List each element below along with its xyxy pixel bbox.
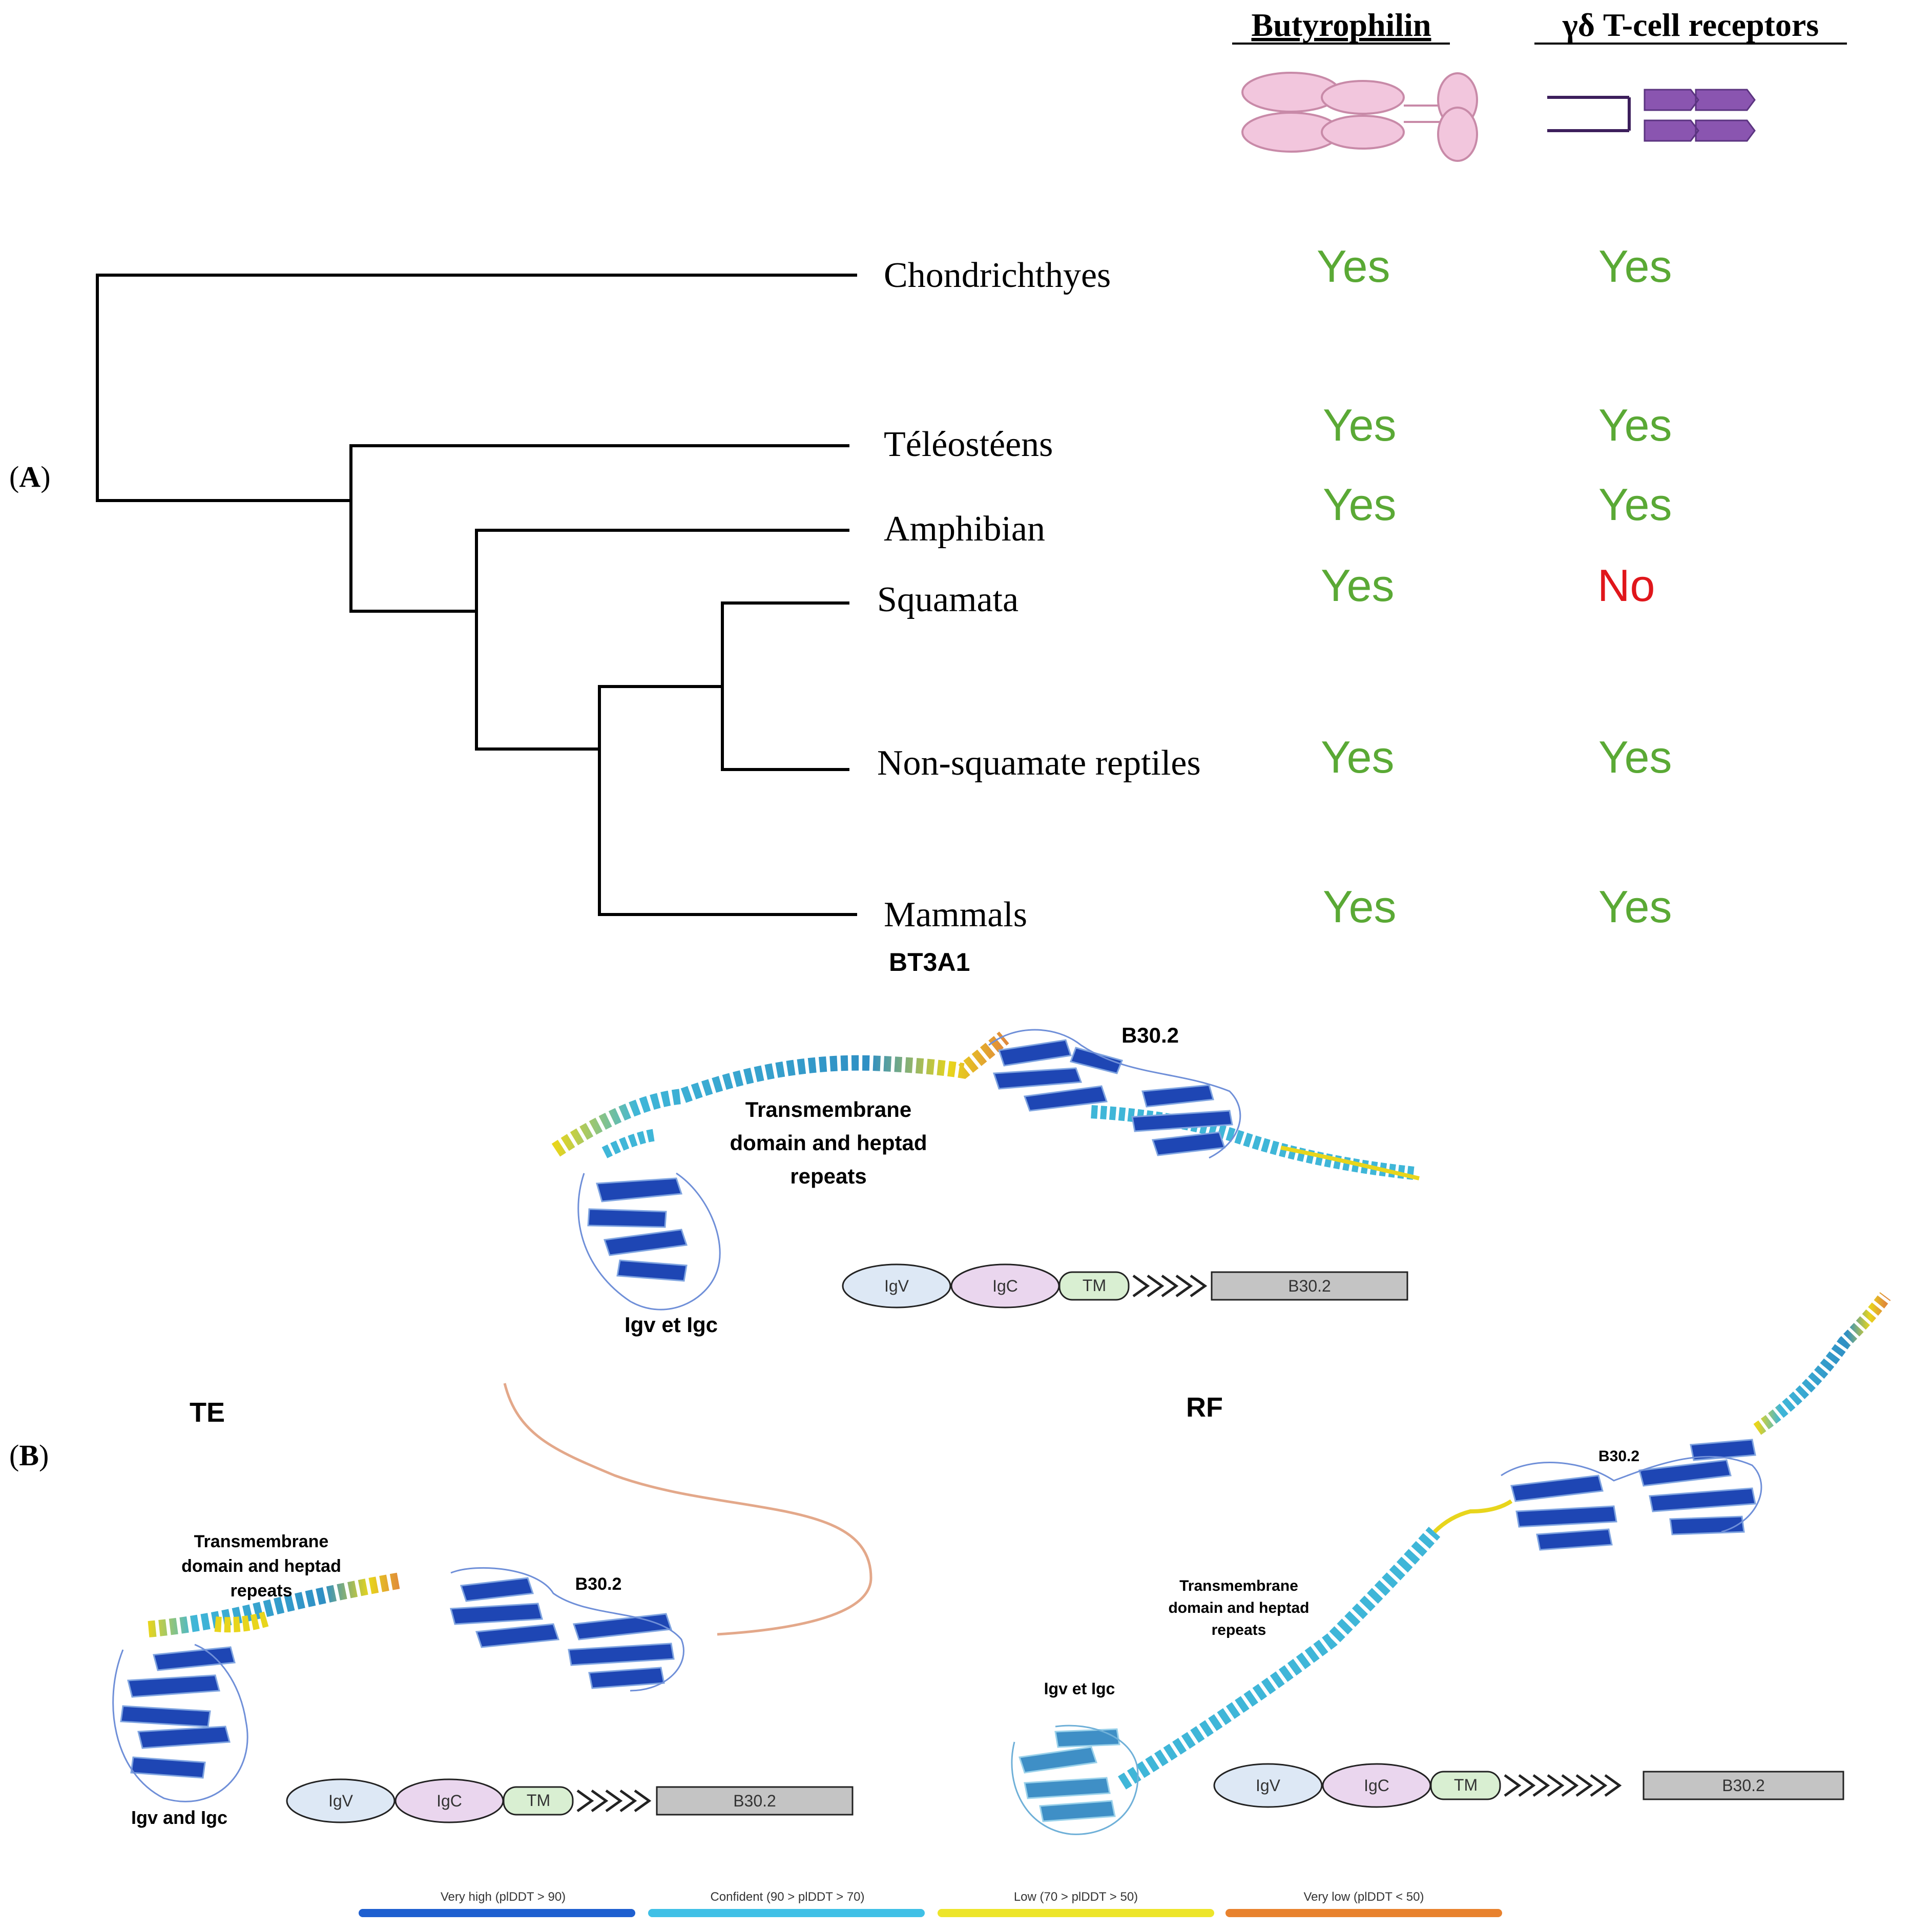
svg-text:domain and heptad: domain and heptad xyxy=(730,1131,927,1155)
taxon-non-squamate-reptiles: Non-squamate reptiles xyxy=(877,743,1201,783)
svg-text:Transmembrane: Transmembrane xyxy=(194,1532,329,1551)
presence-butyrophilin-mammals: Yes xyxy=(1323,881,1397,932)
bt3a1-tm-label: Transmembrane domain and heptad repeats xyxy=(730,1097,927,1188)
te-ig-label: Igv and Igc xyxy=(131,1807,227,1828)
header-tcr: γδ T-cell receptors xyxy=(1562,7,1819,43)
svg-text:IgV: IgV xyxy=(1256,1776,1281,1795)
presence-tcr-teleosteens: Yes xyxy=(1598,400,1672,450)
rf-structure xyxy=(1011,1292,1891,1835)
igv-domain xyxy=(842,1263,951,1308)
presence-butyrophilin-chondrichthyes: Yes xyxy=(1317,241,1390,292)
svg-text:TM: TM xyxy=(527,1791,550,1810)
structure-title-rf: RF xyxy=(1186,1392,1223,1423)
igv-domain xyxy=(286,1778,396,1823)
svg-text:repeats: repeats xyxy=(231,1581,293,1601)
b30-domain xyxy=(656,1786,854,1816)
svg-text:B30.2: B30.2 xyxy=(1288,1277,1331,1295)
presence-butyrophilin-teleosteens: Yes xyxy=(1323,400,1397,450)
butyrophilin-icon xyxy=(1241,72,1478,162)
presence-tcr-mammals: Yes xyxy=(1598,881,1672,932)
presence-tcr-squamata: No xyxy=(1597,560,1655,611)
legend-label-low: Low (70 > plDDT > 50) xyxy=(1014,1890,1138,1904)
bt3a1-structure xyxy=(551,1029,1420,1311)
te-tm-label: Transmembrane domain and heptad repeats xyxy=(181,1532,341,1601)
legend-label-very-low: Very low (plDDT < 50) xyxy=(1304,1890,1424,1904)
structure-title-te: TE xyxy=(190,1397,225,1428)
te-domain-bar: IgV IgC TM B30.2 xyxy=(286,1778,854,1823)
legend-bar-low xyxy=(938,1909,1214,1917)
svg-text:IgC: IgC xyxy=(992,1277,1018,1295)
panel-label-b: (B) xyxy=(9,1439,49,1472)
presence-table: Yes Yes Yes Yes Yes Yes Yes No Yes Yes Y… xyxy=(1317,241,1672,932)
svg-text:B30.2: B30.2 xyxy=(733,1792,776,1810)
taxon-mammals: Mammals xyxy=(884,895,1027,934)
te-b30-label: B30.2 xyxy=(575,1574,622,1594)
rf-ig-label: Igv et Igc xyxy=(1044,1679,1115,1698)
legend-bar-very-low xyxy=(1225,1909,1502,1917)
rf-tm-label: Transmembrane domain and heptad repeats xyxy=(1168,1577,1309,1638)
header-butyrophilin: Butyrophilin xyxy=(1252,7,1431,43)
svg-text:B30.2: B30.2 xyxy=(1722,1776,1765,1795)
structure-title-bt3a1: BT3A1 xyxy=(889,948,970,977)
taxon-teleosteens: Téléostéens xyxy=(884,425,1053,464)
heptad-repeat-arrows xyxy=(1132,1274,1208,1298)
tm-domain xyxy=(1430,1771,1501,1800)
presence-tcr-chondrichthyes: Yes xyxy=(1598,241,1672,292)
svg-text:domain and heptad: domain and heptad xyxy=(1168,1599,1309,1616)
svg-text:repeats: repeats xyxy=(790,1164,866,1188)
legend-label-confident: Confident (90 > plDDT > 70) xyxy=(710,1890,864,1904)
svg-text:TM: TM xyxy=(1454,1776,1478,1794)
svg-text:Transmembrane: Transmembrane xyxy=(1179,1577,1298,1594)
panel-label-a: (A) xyxy=(9,460,51,493)
presence-butyrophilin-amphibian: Yes xyxy=(1323,479,1397,530)
legend-label-very-high: Very high (plDDT > 90) xyxy=(441,1890,566,1904)
taxon-amphibian: Amphibian xyxy=(884,509,1045,549)
heptad-repeat-arrows xyxy=(576,1789,652,1813)
presence-tcr-amphibian: Yes xyxy=(1598,479,1672,530)
bt3a1-ig-label: Igv et Igc xyxy=(625,1313,718,1337)
plddt-legend: Very high (plDDT > 90) Confident (90 > p… xyxy=(359,1890,1502,1917)
te-structure xyxy=(112,1383,872,1802)
tm-domain xyxy=(503,1786,574,1816)
b30-domain xyxy=(1211,1271,1408,1301)
svg-text:domain and heptad: domain and heptad xyxy=(181,1556,341,1576)
svg-text:IgV: IgV xyxy=(328,1792,354,1810)
igv-domain xyxy=(1213,1763,1323,1808)
svg-text:Transmembrane: Transmembrane xyxy=(745,1097,911,1121)
presence-butyrophilin-non-squamate-reptiles: Yes xyxy=(1321,732,1395,782)
bt3a1-domain-bar: IgV IgC TM B30.2 xyxy=(842,1263,1408,1308)
legend-bar-very-high xyxy=(359,1909,635,1917)
heptad-repeat-arrows xyxy=(1504,1774,1622,1797)
bt3a1-b30-label: B30.2 xyxy=(1121,1023,1179,1047)
rf-b30-label: B30.2 xyxy=(1598,1448,1639,1465)
rf-domain-bar: IgV IgC TM B30.2 xyxy=(1213,1763,1844,1808)
tcr-icon xyxy=(1547,89,1756,142)
tm-domain xyxy=(1058,1271,1130,1301)
svg-text:IgV: IgV xyxy=(884,1277,909,1295)
b30-domain xyxy=(1643,1771,1844,1800)
taxon-chondrichthyes: Chondrichthyes xyxy=(884,256,1111,295)
taxon-squamata: Squamata xyxy=(877,580,1019,619)
svg-text:TM: TM xyxy=(1083,1276,1106,1295)
svg-text:IgC: IgC xyxy=(1364,1776,1389,1795)
svg-text:IgC: IgC xyxy=(437,1792,462,1810)
svg-text:repeats: repeats xyxy=(1212,1622,1266,1638)
legend-bar-confident xyxy=(648,1909,925,1917)
presence-butyrophilin-squamata: Yes xyxy=(1321,560,1395,611)
presence-tcr-non-squamate-reptiles: Yes xyxy=(1598,732,1672,782)
phylogenetic-tree xyxy=(96,274,857,916)
